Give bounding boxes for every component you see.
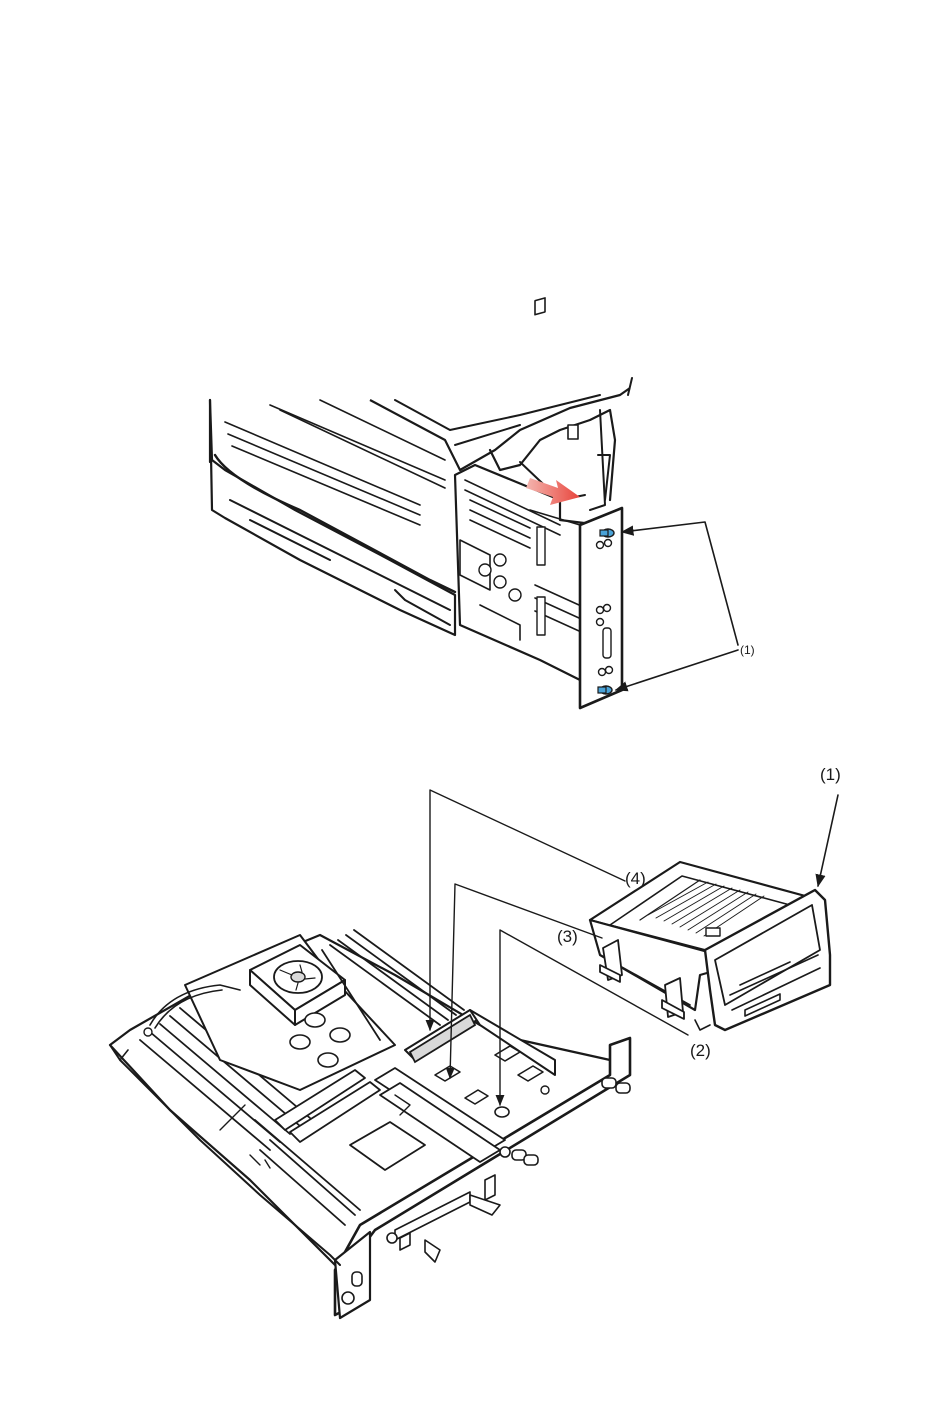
callout-label-bottom-1: (1): [820, 765, 841, 784]
callout-label-bottom-3: (3): [557, 927, 578, 946]
screw-top: [600, 529, 614, 537]
callout-label-top-1: (1): [740, 643, 755, 657]
top-callout-leaders: [616, 522, 738, 690]
printer-illustration: [210, 298, 632, 708]
screw-bottom: [598, 686, 612, 694]
callout-label-bottom-4: (4): [625, 869, 646, 888]
callout-label-bottom-2: (2): [690, 1041, 711, 1060]
controller-board-illustration: [110, 930, 630, 1318]
